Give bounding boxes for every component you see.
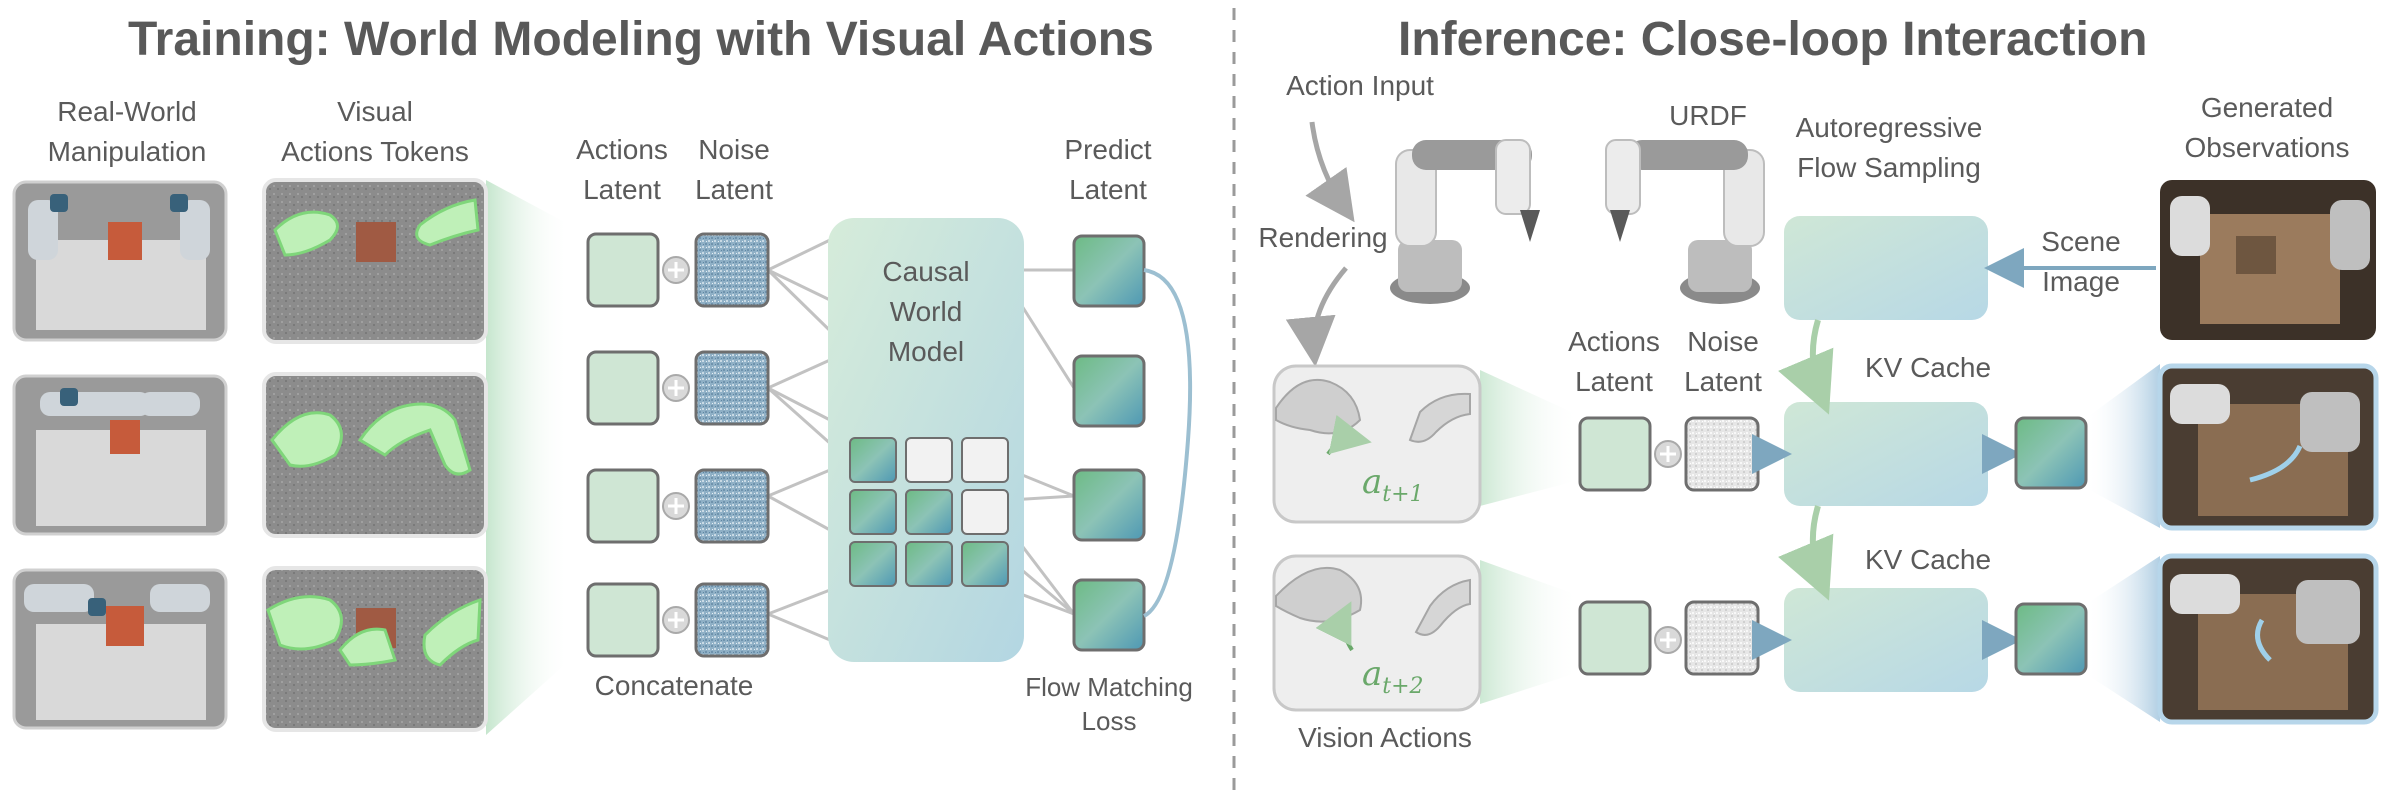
- rendering-to-image-arrow: [1285, 266, 1348, 367]
- kv-cache-arrow: [1778, 319, 1834, 415]
- vision-action-render: [1272, 554, 1482, 712]
- kv-cache-label: KV Cache: [1864, 544, 1992, 575]
- action-symbol-t2: at+2: [1362, 654, 1424, 699]
- generated-observation-image: [2157, 553, 2379, 725]
- render-fan: [1480, 560, 1580, 704]
- noise-latent-token: [694, 232, 770, 308]
- visual-action-token-image: [262, 178, 488, 344]
- real-world-photo: [12, 180, 228, 342]
- projection-fan: [486, 180, 570, 735]
- flow-arrows: [1752, 248, 2156, 660]
- noise-latent-token: [694, 468, 770, 544]
- flow-sampling-block: [1784, 402, 1988, 506]
- scene-image: [2160, 180, 2376, 340]
- concat-plus-marks: [668, 262, 684, 628]
- predict-latent-token: [1072, 234, 1146, 652]
- vision-action-render: [1272, 364, 1482, 524]
- actions-latent-token: [1578, 416, 1652, 676]
- actions-latent-token: [586, 582, 660, 658]
- actions-latent-token: [586, 232, 660, 308]
- noise-latent-token: [694, 582, 770, 658]
- flow-sampling-block: [1784, 216, 1988, 320]
- urdf-robot-arm: [1390, 139, 1540, 304]
- inference-title: Inference: Close-loop Interaction: [1398, 13, 2148, 66]
- concatenate-label: Concatenate: [594, 670, 754, 701]
- output-fan: [2086, 364, 2160, 528]
- action-to-rendering-arrow: [1305, 121, 1355, 223]
- real-world-photo: [12, 374, 228, 536]
- vision-actions-label: Vision Actions: [1298, 722, 1472, 753]
- rendering-label: Rendering: [1258, 222, 1388, 253]
- actions-latent-token: [586, 350, 660, 426]
- flow-sampling-block: [1784, 588, 1988, 692]
- action-symbol-t1: at+1: [1362, 462, 1424, 507]
- kv-cache-arrow: [1778, 505, 1834, 601]
- real-world-photo: [12, 568, 228, 730]
- urdf-label: URDF: [1669, 100, 1747, 131]
- kv-cache-label: KV Cache: [1864, 352, 1992, 383]
- flow-matching-loss-arc: [1142, 268, 1193, 618]
- render-fan: [1480, 370, 1580, 506]
- action-input-label: Action Input: [1286, 70, 1434, 101]
- urdf-robot-arm: [1605, 139, 1765, 304]
- visual-action-token-image: [262, 566, 488, 732]
- actions-latent-token: [586, 468, 660, 544]
- concat-plus-icon: [1654, 440, 1682, 654]
- training-title: Training: World Modeling with Visual Act…: [128, 13, 1154, 66]
- noise-latent-token: [694, 350, 770, 426]
- concat-plus-marks: [1660, 446, 1676, 648]
- causal-attention-mask: [849, 437, 1009, 587]
- output-fan: [2086, 556, 2160, 722]
- concat-plus-icon: [662, 256, 690, 634]
- visual-action-token-image: [262, 372, 488, 538]
- generated-observation-image: [2157, 363, 2379, 531]
- noise-latent-token: [1684, 416, 1760, 676]
- predict-latent-token: [2014, 416, 2088, 676]
